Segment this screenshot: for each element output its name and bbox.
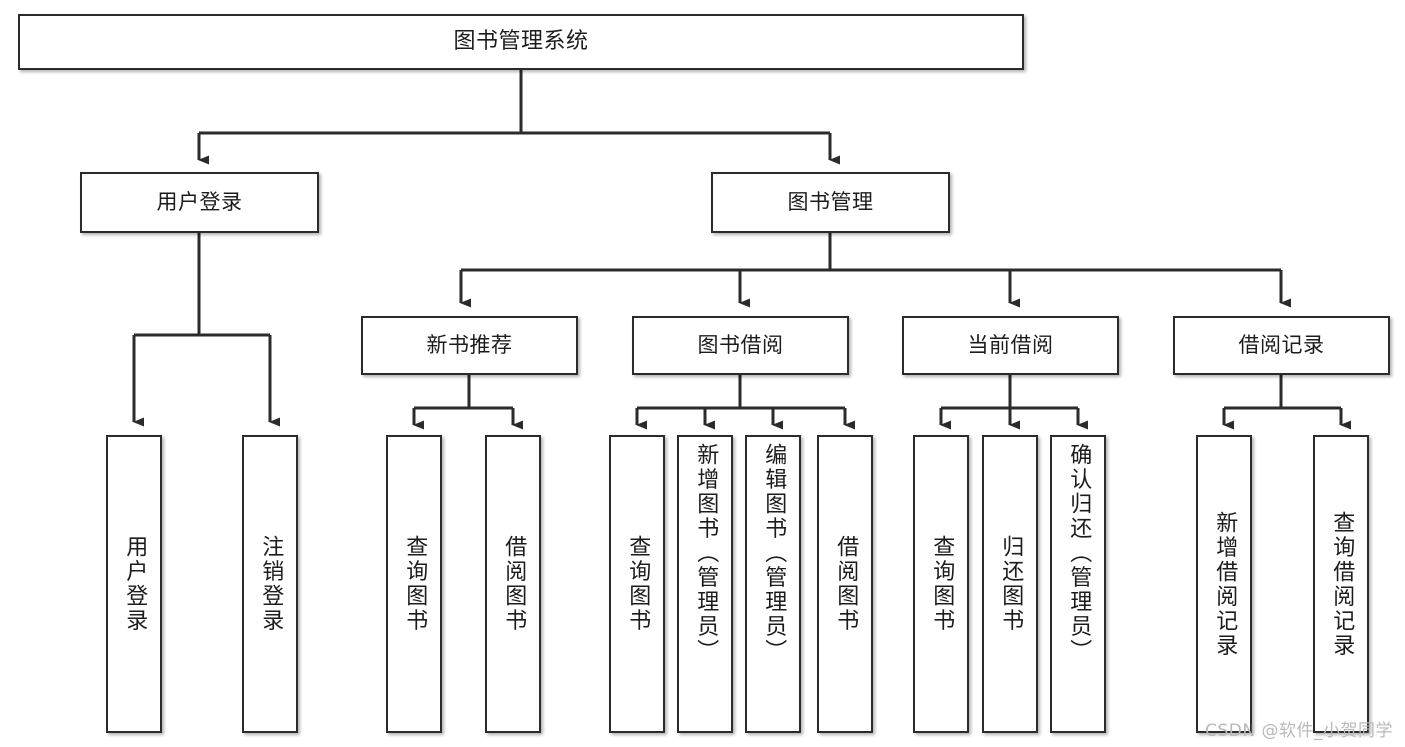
csdn-watermark: CSDN @软件_小贺同学	[1205, 721, 1393, 741]
node-label: 编辑图书（管理员）	[761, 443, 787, 664]
node-label: 新增借阅记录	[1212, 510, 1238, 658]
node-leaf-confirm-return-admin[interactable]: 确认归还（管理员）	[1050, 435, 1106, 733]
node-root-library-management-system[interactable]: 图书管理系统	[18, 14, 1024, 70]
node-leaf-edit-book-admin[interactable]: 编辑图书（管理员）	[745, 435, 801, 733]
node-label: 图书管理系统	[453, 29, 589, 55]
node-label: 借阅记录	[1238, 333, 1325, 358]
node-label: 查询图书	[402, 535, 428, 633]
node-label: 查询图书	[929, 535, 955, 633]
node-leaf-add-borrow-record[interactable]: 新增借阅记录	[1196, 435, 1252, 733]
node-label: 新书推荐	[426, 333, 513, 358]
node-label: 借阅图书	[501, 535, 527, 633]
node-leaf-query-borrow-record[interactable]: 查询借阅记录	[1313, 435, 1369, 733]
node-borrowing-records[interactable]: 借阅记录	[1173, 316, 1390, 375]
node-user-login[interactable]: 用户登录	[80, 172, 319, 233]
node-label: 新增图书（管理员）	[693, 443, 719, 664]
node-leaf-borrow-books[interactable]: 借阅图书	[817, 435, 873, 733]
node-new-book-recommendation[interactable]: 新书推荐	[361, 316, 578, 375]
node-leaf-borrow-books-recommend[interactable]: 借阅图书	[485, 435, 541, 733]
node-leaf-query-books-current[interactable]: 查询图书	[913, 435, 969, 733]
node-label: 归还图书	[998, 535, 1024, 633]
node-label: 借阅图书	[833, 535, 859, 633]
node-leaf-return-books[interactable]: 归还图书	[982, 435, 1038, 733]
node-label: 当前借阅	[967, 333, 1054, 358]
node-leaf-user-login[interactable]: 用户登录	[106, 435, 162, 733]
node-book-management[interactable]: 图书管理	[711, 172, 950, 233]
node-label: 用户登录	[156, 190, 243, 215]
node-current-borrowing[interactable]: 当前借阅	[902, 316, 1119, 375]
node-label: 确认归还（管理员）	[1066, 443, 1092, 664]
node-leaf-query-books-borrow[interactable]: 查询图书	[609, 435, 665, 733]
node-label: 查询借阅记录	[1329, 510, 1355, 658]
node-leaf-query-books-recommend[interactable]: 查询图书	[386, 435, 442, 733]
node-label: 查询图书	[625, 535, 651, 633]
node-leaf-logout[interactable]: 注销登录	[242, 435, 298, 733]
node-label: 用户登录	[122, 535, 148, 633]
node-label: 图书借阅	[697, 333, 784, 358]
node-label: 注销登录	[258, 535, 284, 633]
node-leaf-add-book-admin[interactable]: 新增图书（管理员）	[677, 435, 733, 733]
node-book-borrowing[interactable]: 图书借阅	[632, 316, 849, 375]
node-label: 图书管理	[787, 190, 874, 215]
